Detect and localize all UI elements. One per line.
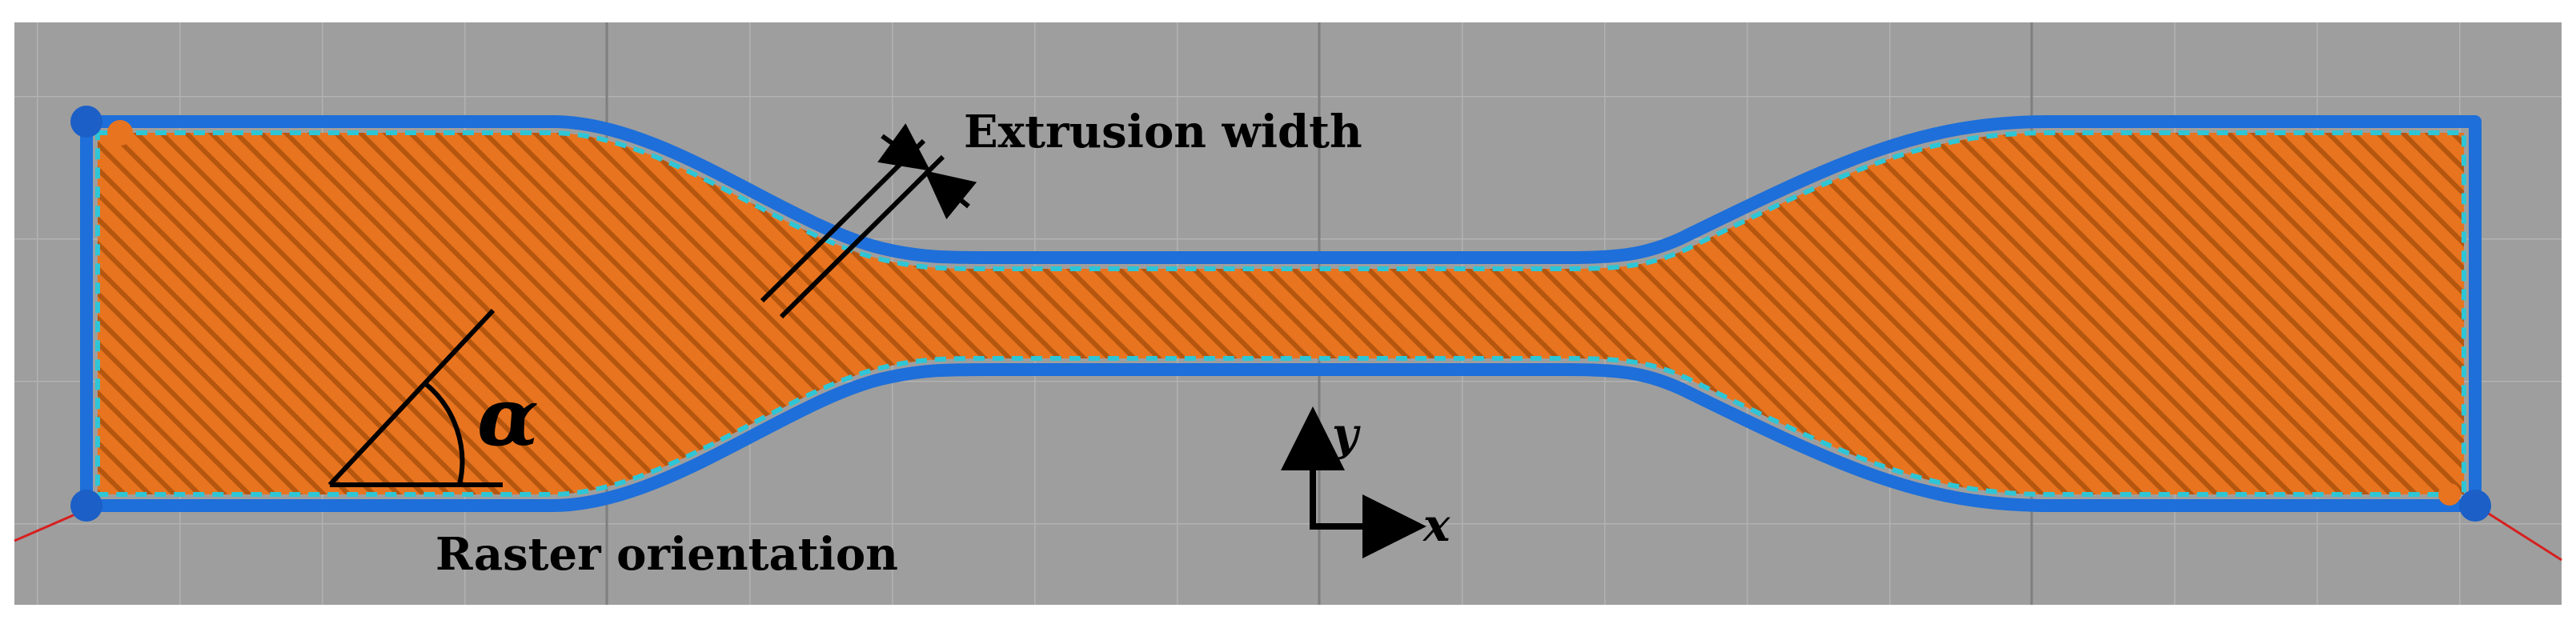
- coordinate-axes: [1281, 406, 1426, 558]
- sphere-marker-icon: [70, 490, 102, 522]
- raster-angle-annotation: [327, 308, 503, 487]
- raster-orientation-label: Raster orientation: [435, 528, 898, 581]
- inner-perimeter: [95, 130, 2466, 497]
- sphere-marker-icon: [70, 106, 102, 138]
- extrusion-width-label: Extrusion width: [964, 106, 1362, 158]
- sphere-marker-icon: [2459, 490, 2491, 522]
- axis-y-label: y: [1330, 408, 1361, 461]
- axis-x-label: x: [1422, 499, 1451, 552]
- corner-markers: [70, 106, 2491, 522]
- angle-alpha-symbol: α: [477, 370, 539, 464]
- extrusion-width-annotation: [760, 123, 977, 319]
- sphere-marker-icon: [2438, 483, 2461, 506]
- sphere-marker-icon: [107, 120, 133, 146]
- infill-area: [98, 133, 2464, 494]
